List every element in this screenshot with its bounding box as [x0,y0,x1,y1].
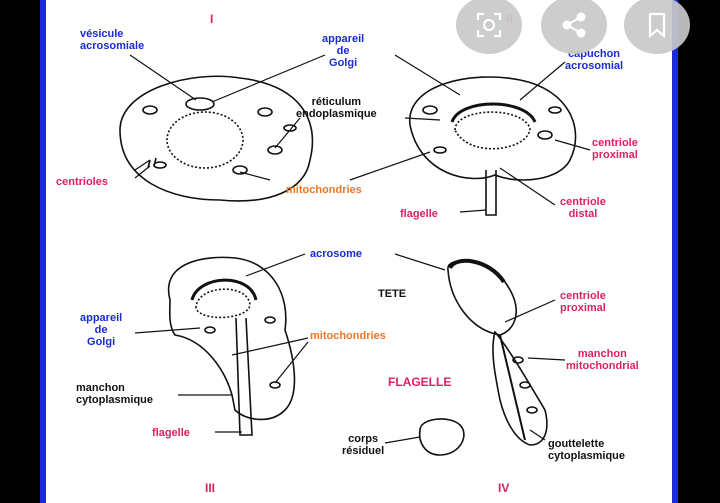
label-mitochondries-2: mitochondries [310,330,386,342]
label-mitochondries-1: mitochondries [286,184,362,196]
cell-2-nucleus [454,111,531,150]
leader-lines [129,54,591,444]
right-border [672,0,678,503]
cell-4-head [447,260,517,336]
cell-1-membrane [119,75,314,202]
label-acrosome: acrosome [310,248,362,260]
residual-body [418,418,465,456]
cell-2-acrosomal-cap [450,102,537,123]
label-manchon-cytoplasmique: manchon cytoplasmique [76,382,154,406]
cell-2-flagellum [485,170,497,216]
label-centriole-proximal-2: centriole proximal [560,290,606,314]
cell-1-nucleus [166,111,244,169]
label-manchon-mitochondrial: manchon mitochondrial [566,348,639,372]
share-button[interactable] [541,0,607,54]
cell-2-membrane [409,76,577,181]
label-centrioles: centrioles [56,176,108,188]
bookmark-button[interactable] [624,0,690,54]
label-centriole-distal: centriole distal [560,196,606,220]
label-appareil-golgi-2: appareil de Golgi [80,312,123,348]
diagram-panel [46,0,672,503]
cell-3-membrane [167,256,296,421]
label-vesicule-acrosomiale: vésicule acrosomiale [80,28,145,52]
cell-3-flagellum [235,317,253,436]
cell-3-head [195,288,251,319]
share-icon [562,12,586,38]
stage-iii: III [205,481,216,495]
scan-icon [476,12,502,38]
label-gouttelette-cytoplasmique: gouttelette cytoplasmique [548,438,626,462]
label-appareil-golgi-1: appareil de Golgi [322,33,365,69]
bookmark-icon [648,12,666,38]
label-flagelle-main: FLAGELLE [388,375,452,389]
label-reticulum: réticulum endoplasmique [296,96,377,120]
cell-4-flagellum [499,334,526,441]
stage-iv: IV [498,481,510,495]
cell-1-golgi [185,97,215,111]
scan-button[interactable] [456,0,522,54]
left-border [40,0,46,503]
label-flagelle-1: flagelle [400,208,438,220]
stage-i: I [210,12,214,26]
label-tete: TETE [378,288,407,300]
label-centriole-proximal-1: centriole proximal [592,137,638,161]
label-flagelle-2: flagelle [152,427,190,439]
label-corps-residuel: corps résiduel [342,433,385,457]
cell-4-body [492,330,548,446]
